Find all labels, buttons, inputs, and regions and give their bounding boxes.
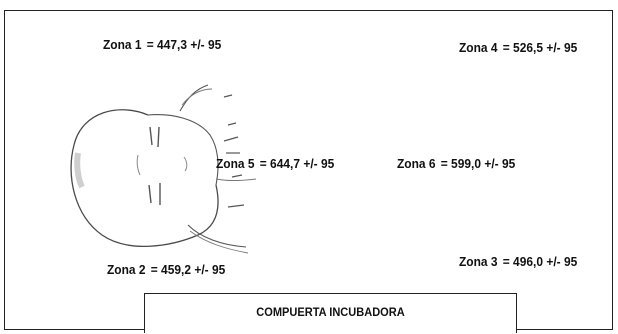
zone-3-tolerance: +/- 95 [546, 254, 578, 269]
zone-2-equals: = [150, 262, 158, 277]
incubator-door-box: COMPUERTA INCUBADORA [144, 293, 517, 333]
zone-1-name: Zona 1 [103, 37, 142, 52]
zone-4-tolerance: +/- 95 [546, 40, 578, 55]
zone-4-value: 526,5 [513, 40, 543, 55]
zone-3-label: Zona 3 = 496,0 +/- 95 [459, 254, 577, 269]
incubator-diagram-frame [4, 10, 613, 330]
zone-6-equals: = [440, 156, 448, 171]
zone-5-label: Zona 5 = 644,7 +/- 95 [216, 156, 334, 171]
zone-1-equals: = [146, 37, 154, 52]
zone-5-equals: = [259, 156, 267, 171]
zone-6-tolerance: +/- 95 [484, 156, 516, 171]
zone-1-tolerance: +/- 95 [190, 37, 222, 52]
zone-4-name: Zona 4 [459, 40, 498, 55]
zone-2-value: 459,2 [161, 262, 191, 277]
zone-3-name: Zona 3 [459, 254, 498, 269]
zone-4-label: Zona 4 = 526,5 +/- 95 [459, 40, 577, 55]
zone-2-name: Zona 2 [107, 262, 146, 277]
zone-6-label: Zona 6 = 599,0 +/- 95 [397, 156, 515, 171]
incubator-door-label: COMPUERTA INCUBADORA [256, 305, 405, 319]
zone-3-value: 496,0 [513, 254, 543, 269]
zone-5-name: Zona 5 [216, 156, 255, 171]
zone-5-tolerance: +/- 95 [303, 156, 335, 171]
zone-3-equals: = [502, 254, 510, 269]
infant-head-sketch-icon [70, 84, 257, 254]
zone-6-name: Zona 6 [397, 156, 436, 171]
zone-1-value: 447,3 [157, 37, 187, 52]
zone-6-value: 599,0 [451, 156, 481, 171]
zone-5-value: 644,7 [270, 156, 300, 171]
zone-2-tolerance: +/- 95 [194, 262, 226, 277]
zone-2-label: Zona 2 = 459,2 +/- 95 [107, 262, 225, 277]
zone-1-label: Zona 1 = 447,3 +/- 95 [103, 37, 221, 52]
zone-4-equals: = [502, 40, 510, 55]
